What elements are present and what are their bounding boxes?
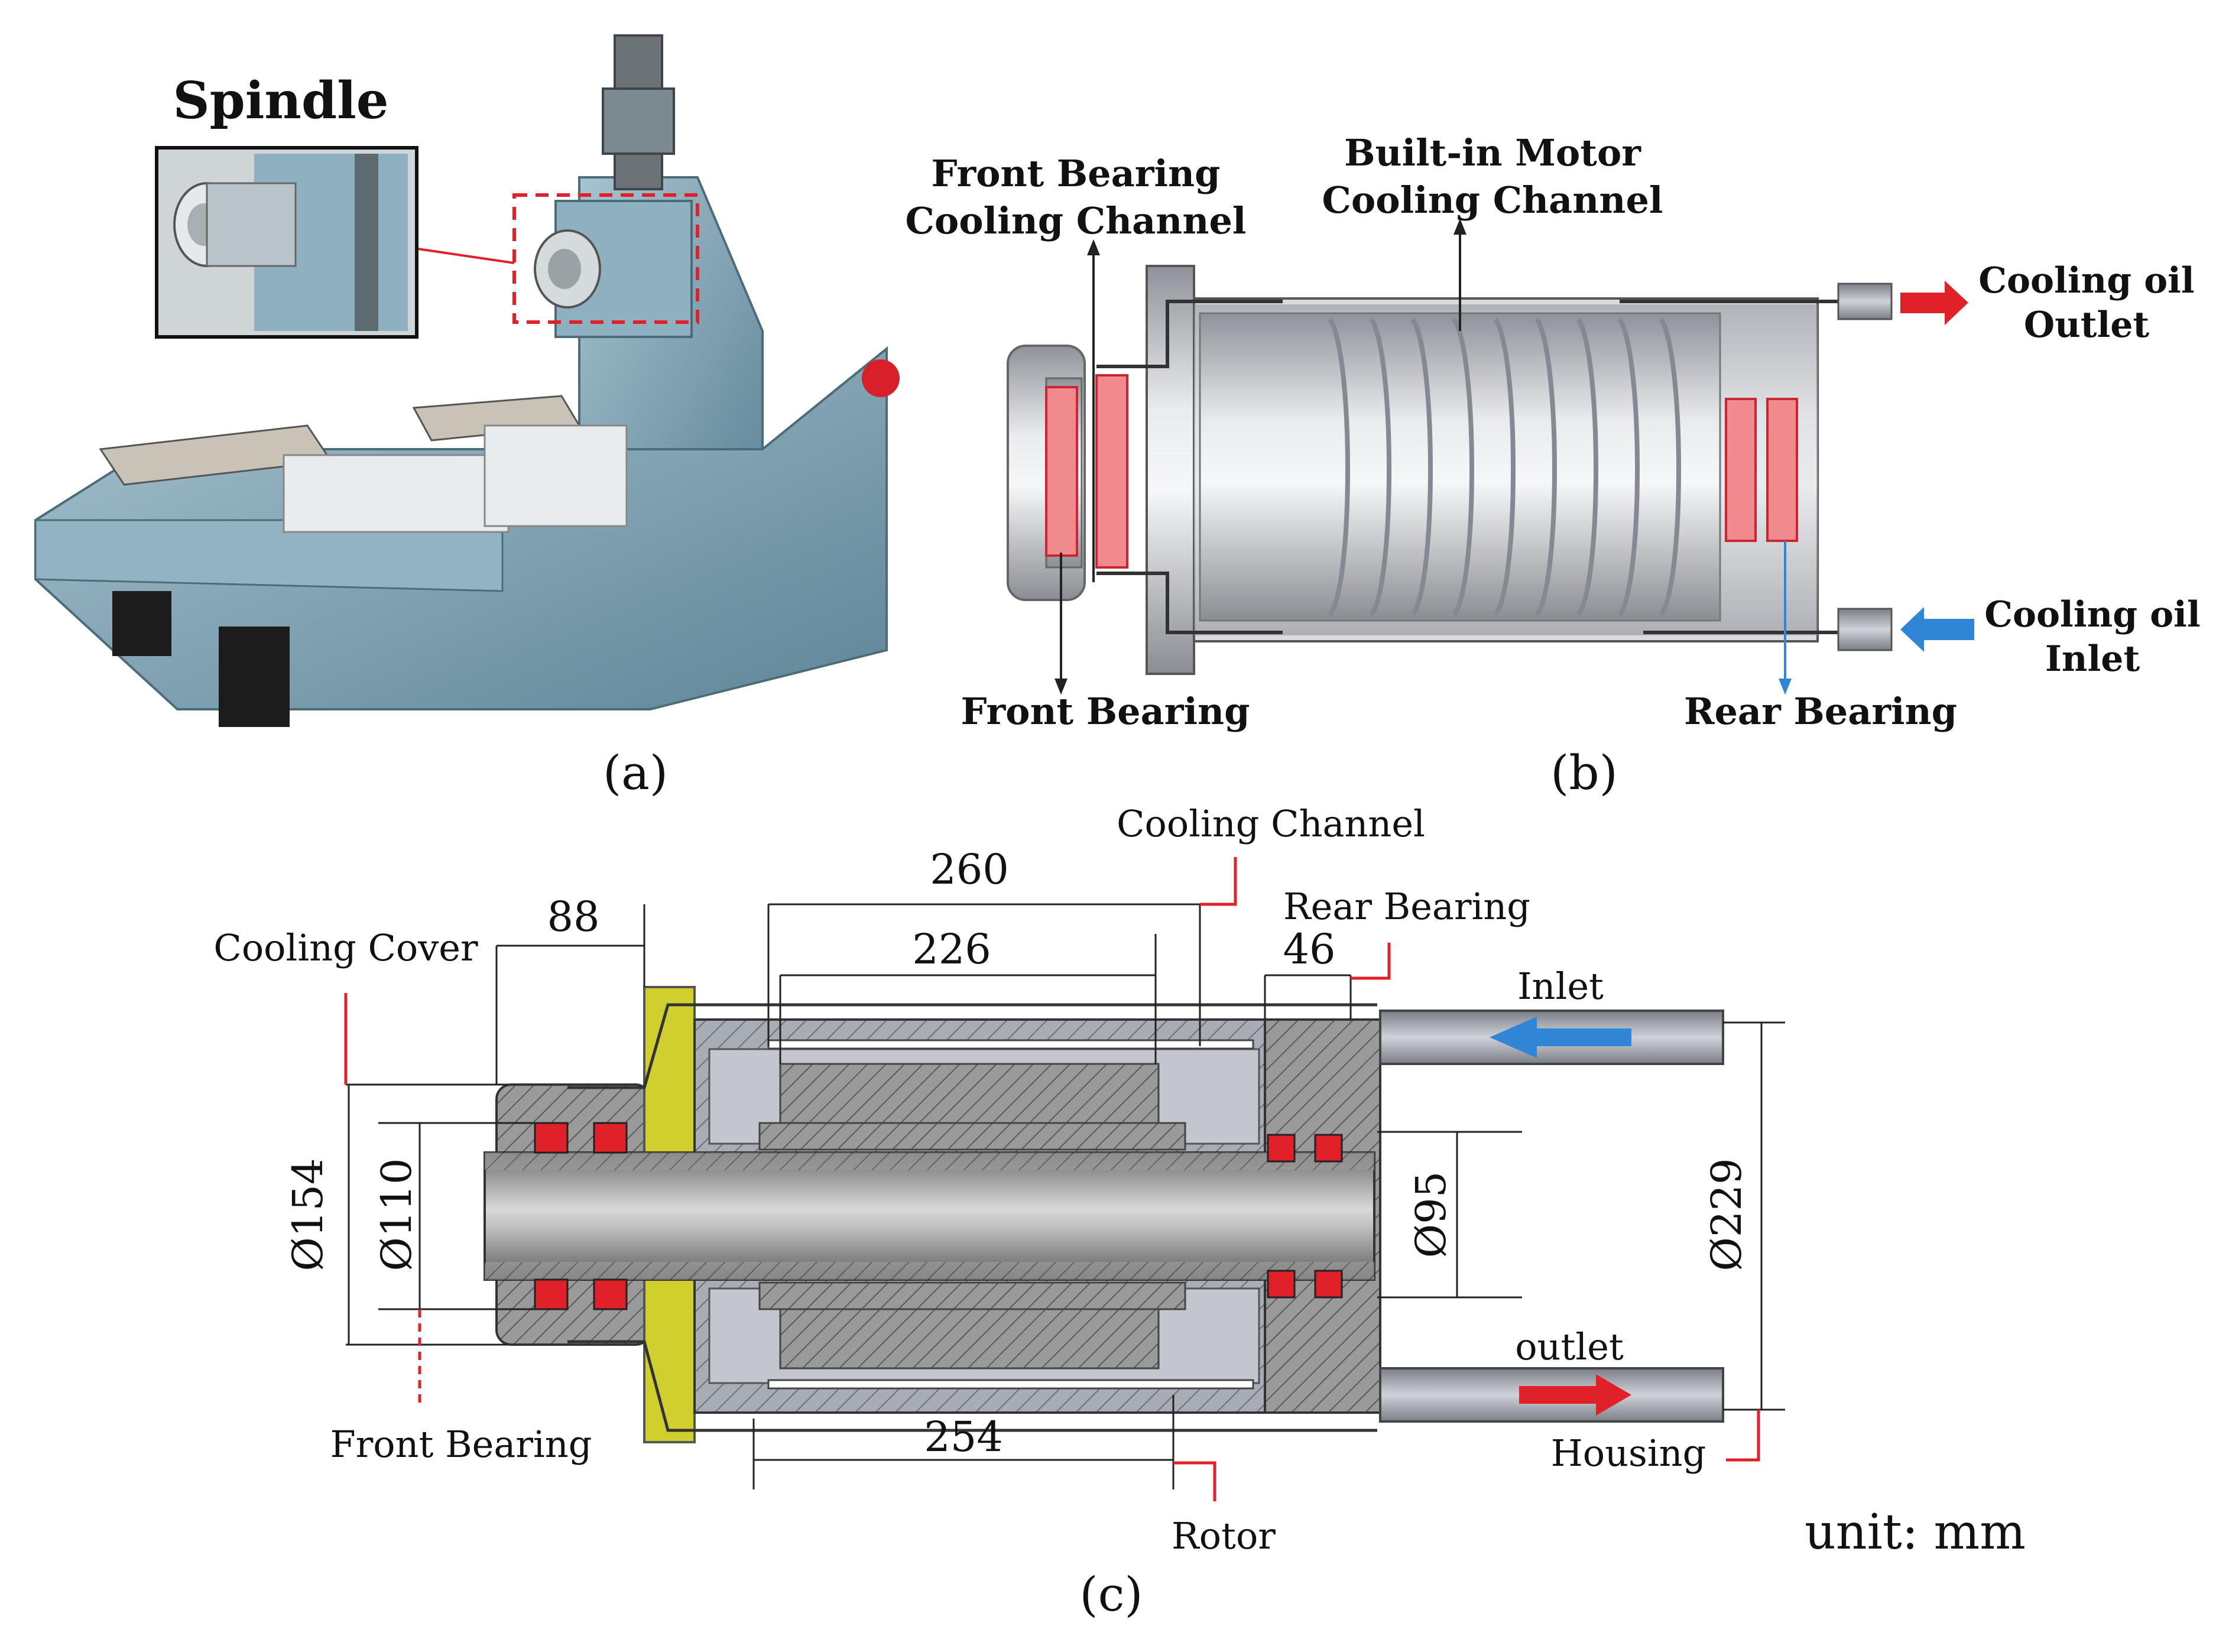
panel-c-cross-section <box>484 986 1724 1443</box>
panel-c-caption: (c) <box>1079 1567 1143 1622</box>
front-bearing-cooling-channel-label-line1: Front Bearing <box>932 152 1221 195</box>
cooling-cover-label: Cooling Cover <box>213 926 478 969</box>
dimension-226: 226 <box>912 925 991 973</box>
rotor-label: Rotor <box>1172 1514 1276 1557</box>
panel-b-front-bearing-label: Front Bearing <box>961 690 1250 733</box>
dimension-diameter-154: Ø154 <box>284 1158 332 1271</box>
dimension-diameter-229: Ø229 <box>1702 1158 1751 1271</box>
cooling-oil-inlet-label-line2: Inlet <box>2045 638 2140 680</box>
outlet-label: outlet <box>1515 1325 1624 1368</box>
cooling-oil-inlet-label-line1: Cooling oil <box>1984 594 2200 635</box>
panel-b-rear-bearing-label: Rear Bearing <box>1684 690 1957 733</box>
housing-label: Housing <box>1551 1432 1706 1475</box>
dimension-diameter-95: Ø95 <box>1407 1171 1455 1258</box>
panel-a-machine-illustration <box>34 34 900 727</box>
front-bearing-cooling-channel-label-line2: Cooling Channel <box>906 199 1247 242</box>
dimension-260: 260 <box>930 845 1009 894</box>
panel-b-spindle-cutaway <box>1007 265 1974 675</box>
inlet-label: Inlet <box>1517 965 1604 1008</box>
motor-cooling-channel-label-line1: Built-in Motor <box>1344 131 1641 174</box>
panel-a-caption: (a) <box>603 745 668 800</box>
cooling-channel-label: Cooling Channel <box>1117 802 1425 845</box>
panel-b-caption: (b) <box>1550 745 1618 800</box>
panel-c-dimension-lines <box>346 903 1785 1489</box>
dimension-88: 88 <box>547 892 599 941</box>
cooling-oil-outlet-label-line1: Cooling oil <box>1978 260 2194 301</box>
cooling-oil-outlet-label-line2: Outlet <box>2024 304 2150 346</box>
panel-c-rear-bearing-label: Rear Bearing <box>1283 885 1530 928</box>
panel-c-front-bearing-label: Front Bearing <box>330 1423 592 1466</box>
panel-b-leader-lines <box>1055 218 1792 695</box>
dimension-254: 254 <box>924 1413 1003 1461</box>
spindle-inset-label: Spindle <box>173 71 389 131</box>
spindle-inset <box>155 146 418 339</box>
motor-cooling-channel-label-line2: Cooling Channel <box>1322 178 1663 222</box>
dimension-46: 46 <box>1283 925 1335 973</box>
unit-label: unit: mm <box>1805 1504 2026 1560</box>
dimension-diameter-110: Ø110 <box>372 1158 421 1271</box>
panel-c-red-leaders <box>344 857 1760 1501</box>
